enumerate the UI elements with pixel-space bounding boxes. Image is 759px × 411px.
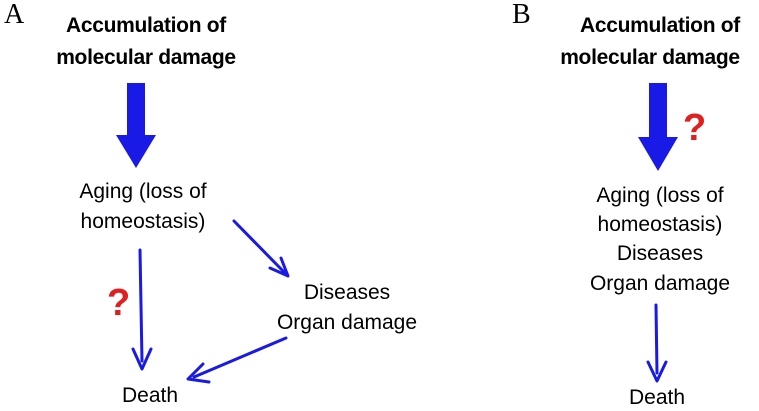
organ-damage-label-b: Organ damage (589, 272, 731, 295)
damage-label-line1-b: Accumulation of (579, 14, 740, 37)
damage-label-line2-a: molecular damage (56, 46, 236, 69)
diseases-label-a: Diseases (303, 281, 391, 304)
thick-arrow-b (638, 83, 678, 171)
diseases-label-b: Diseases (616, 242, 704, 265)
panel-label-b: B (512, 0, 531, 30)
aging-label-line2-b: homeostasis) (597, 213, 723, 236)
damage-label-line1-a: Accumulation of (65, 14, 226, 37)
question-mark-a: ? (107, 282, 131, 324)
damage-label-line2-b: molecular damage (560, 46, 740, 69)
death-label-b: Death (628, 386, 686, 409)
arrow-organ-damage-to-death-a (186, 336, 288, 384)
death-label-a: Death (121, 384, 179, 407)
thick-arrow-a (116, 83, 156, 168)
arrow-to-death-b (646, 303, 668, 383)
arrow-aging-to-death-a (131, 248, 153, 371)
question-mark-b: ? (683, 107, 707, 149)
aging-label-line1-b: Aging (loss of (596, 184, 724, 207)
arrow-aging-to-diseases-a (232, 219, 290, 278)
panel-label-a: A (4, 0, 25, 30)
aging-label-line1-a: Aging (loss of (79, 180, 207, 203)
aging-label-line2-a: homeostasis) (80, 210, 206, 233)
organ-damage-label-a: Organ damage (276, 311, 418, 334)
